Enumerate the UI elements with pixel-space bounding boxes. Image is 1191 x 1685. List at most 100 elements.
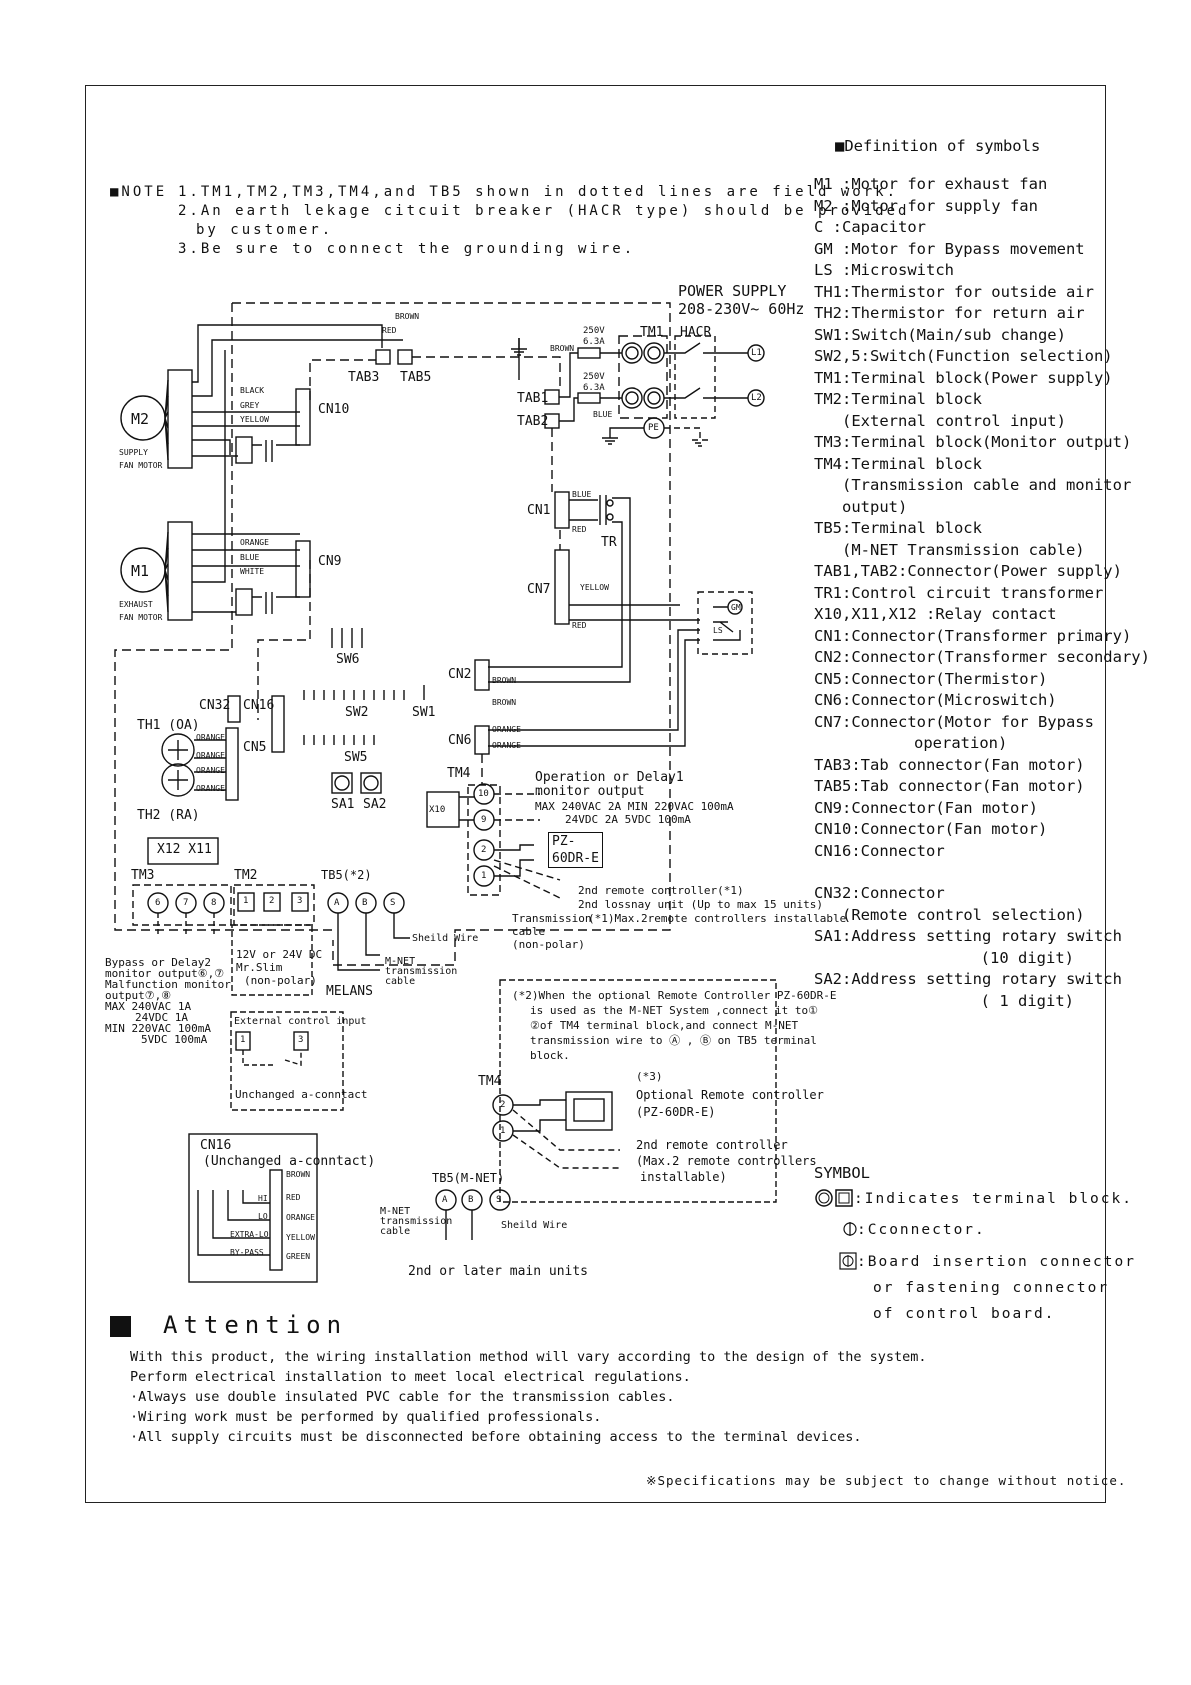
second-remote-label: (Max.2 remote controllers	[636, 1154, 817, 1168]
symbol-board-3: of control board.	[873, 1306, 1056, 1322]
shield-wire-label: Sheild Wire	[412, 933, 479, 944]
mnet-line: cable	[385, 976, 416, 987]
transmission-label: cable	[512, 925, 546, 938]
terminal-b: B	[362, 898, 368, 908]
attention-text: With this product, the wiring installati…	[130, 1347, 927, 1447]
wire-label: ORANGE	[286, 1213, 315, 1222]
definition-item: TM1:Terminal block(Power supply)	[814, 368, 1113, 387]
definition-item: TAB5:Tab connector(Fan motor)	[814, 777, 1085, 795]
pz-label: PZ-	[552, 834, 576, 849]
tm4-label: TM4	[478, 1074, 502, 1089]
attention-line: Perform electrical installation to meet …	[130, 1369, 691, 1385]
optional-note-line: ②of TM4 terminal block,and connect M-NET	[530, 1019, 799, 1032]
m2-caption: SUPPLY	[119, 448, 148, 457]
tm3-output-line: 24VDC 1A	[135, 1011, 188, 1024]
m1-caption: FAN MOTOR	[119, 613, 163, 622]
terminal-a: A	[442, 1195, 448, 1205]
note-line: 2.An earth lekage citcuit breaker (HACR …	[178, 203, 910, 219]
terminal-7: 7	[183, 898, 189, 908]
blue-wire-label: BLUE	[593, 410, 613, 419]
tm4-remote-2: 2nd lossnay unit (Up to max 15 units)	[578, 898, 824, 911]
pz60dr-box: PZ- 60DR-E	[548, 832, 603, 868]
note-line: 1.TM1,TM2,TM3,TM4,and TB5 shown in dotte…	[178, 184, 899, 200]
definition-item: X10,X11,X12 :Relay contact	[814, 605, 1057, 623]
wire-label: GREEN	[286, 1252, 311, 1261]
blue-wire-label: BLUE	[572, 490, 592, 499]
sw6-label: SW6	[336, 652, 360, 667]
mnet-line: M-NET	[385, 956, 416, 967]
melans-label: MELANS	[326, 984, 373, 999]
m2-label: M2	[131, 410, 150, 428]
terminal-1: 1	[243, 896, 249, 906]
wire-label: BROWN	[492, 676, 517, 685]
tm4-output-1: Operation or Delay1	[535, 770, 684, 785]
terminal-3: 3	[297, 896, 303, 906]
cn1-label: CN1	[527, 503, 551, 518]
pe-label: PE	[648, 423, 659, 433]
external-control-title: External control input	[234, 1016, 367, 1027]
ls-label: LS	[713, 626, 723, 635]
terminal-10: 10	[478, 789, 489, 799]
sw2-label: SW2	[345, 705, 369, 720]
tm2-desc-line: Mr.Slim	[236, 961, 283, 974]
transmission-label: Transmission	[512, 912, 592, 925]
m1-caption: EXHAUST	[119, 600, 153, 609]
terminal-s: S	[390, 898, 396, 908]
symbol-terminal: :Indicates terminal block.	[854, 1191, 1133, 1207]
sw1-label: SW1	[412, 705, 436, 720]
page-frame	[85, 85, 1106, 1503]
second-remote-label: installable)	[640, 1170, 727, 1184]
definition-item: TM2:Terminal block	[814, 390, 982, 408]
tm3-output-line: output⑦,⑧	[105, 989, 172, 1002]
terminal-9: 9	[481, 815, 487, 825]
definition-item: CN32:Connector	[814, 884, 945, 902]
symbol-connector: :Cconnector.	[857, 1222, 986, 1238]
terminal-1: 1	[500, 1126, 506, 1136]
terminal-a: A	[334, 898, 340, 908]
optional-note-line: is used as the M-NET System ,connect it …	[530, 1004, 819, 1017]
optional-note: (*2)When the optional Remote Controller …	[512, 988, 837, 1063]
mnet-line: M-NET	[380, 1206, 411, 1217]
note-line: by customer.	[196, 222, 334, 238]
mnet-cable-label: M-NET transmission cable	[385, 957, 457, 987]
definition-item: CN5:Connector(Thermistor)	[814, 669, 1048, 688]
sw5-label: SW5	[344, 750, 368, 765]
tm4-label: TM4	[447, 766, 471, 781]
power-supply-title: POWER SUPPLY	[678, 282, 787, 300]
wire-label: ORANGE	[240, 538, 269, 547]
attention-line: ·All supply circuits must be disconnecte…	[130, 1429, 862, 1445]
definition-item: CN2:Connector(Transformer secondary)	[814, 648, 1150, 666]
sa2-label: SA2	[363, 797, 387, 812]
m2-caption: FAN MOTOR	[119, 461, 163, 470]
wire-label: BROWN	[286, 1170, 311, 1179]
definition-item: ( 1 digit)	[980, 991, 1074, 1010]
tm4-output-3: MAX 240VAC 2A MIN 220VAC 100mA	[535, 800, 734, 813]
definition-item: (M-NET Transmission cable)	[842, 540, 1085, 559]
l1-label: L1	[751, 348, 762, 358]
optional-note-line: transmission wire to Ⓐ , Ⓑ on TB5 termin…	[530, 1034, 817, 1047]
attention-line: ·Always use double insulated PVC cable f…	[130, 1389, 675, 1405]
cn7-label: CN7	[527, 582, 551, 597]
definition-item: (Transmission cable and monitor	[842, 476, 1132, 494]
cn5-label: CN5	[243, 740, 267, 755]
definitions-list: M1 :Motor for exhaust fan M2 :Motor for …	[814, 174, 1150, 1012]
tm1-label: TM1	[640, 325, 664, 340]
tb5-label: TB5(*2)	[321, 868, 372, 882]
cn16-switch-label: HI	[258, 1194, 268, 1203]
wire-label: ORANGE	[196, 784, 225, 793]
wire-label: RED	[286, 1193, 301, 1202]
wire-label: WHITE	[240, 567, 265, 576]
wire-label: ORANGE	[196, 766, 225, 775]
definition-item: SA2:Address setting rotary switch	[814, 970, 1122, 988]
cn16-label: CN16	[243, 698, 275, 713]
definition-item: operation)	[914, 734, 1008, 752]
tm3-output-line: Malfunction monitor	[105, 978, 231, 991]
tm4-output-2: monitor output	[535, 784, 645, 799]
definition-item: M1 :Motor for exhaust fan	[814, 175, 1048, 193]
brown-wire-label: BROWN	[395, 312, 420, 321]
wire-label: ORANGE	[196, 751, 225, 760]
hacr-label: HACR	[680, 325, 712, 340]
definition-item: SA1:Address setting rotary switch	[814, 927, 1122, 945]
wire-label: ORANGE	[492, 725, 521, 734]
tb5-mnet-label: TB5(M-NET)	[432, 1171, 505, 1185]
